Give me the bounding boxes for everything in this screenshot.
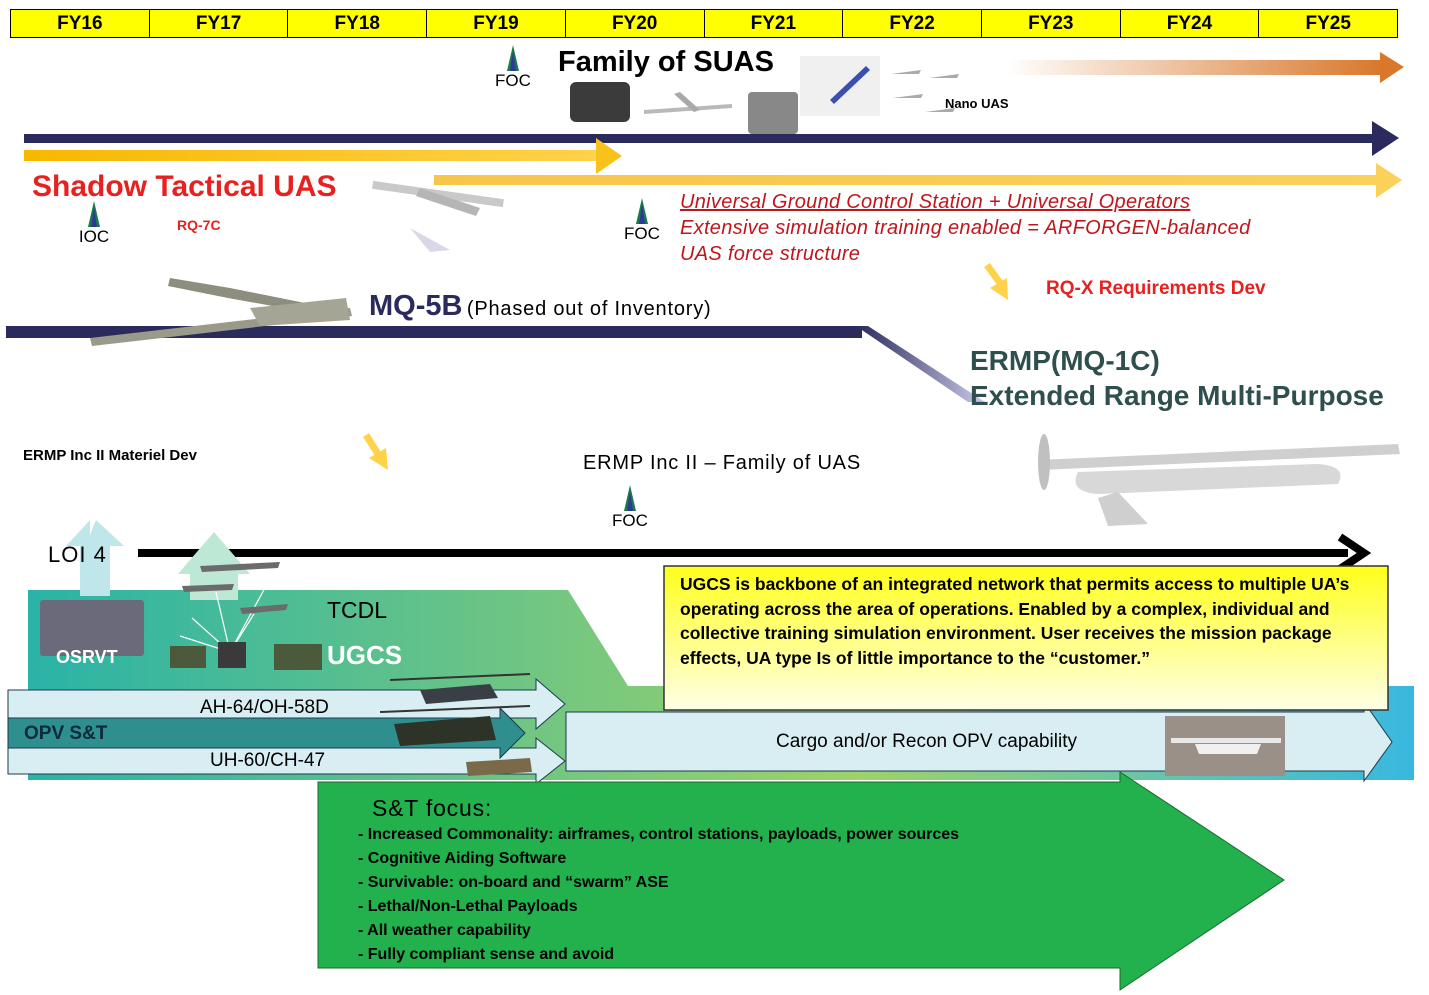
fy-cell: FY19	[427, 10, 566, 37]
st-focus-bullet: - Cognitive Aiding Software	[358, 850, 567, 867]
suas-title: Family of SUAS	[558, 46, 774, 78]
ugcs-note-line: UAS force structure	[680, 243, 861, 265]
ermp-gray-eagle-photo	[1038, 434, 1400, 526]
ugcs-label: UGCS	[327, 640, 403, 670]
cargo-opv-label: Cargo and/or Recon OPV capability	[776, 731, 1077, 752]
shadow-model-label: RQ-7C	[177, 217, 221, 233]
st-focus-arrow	[317, 771, 1285, 991]
fy-cell: FY21	[705, 10, 844, 37]
ermp-inc2-materiel-label: ERMP Inc II Materiel Dev	[23, 447, 197, 464]
st-focus-bullet: - Lethal/Non-Lethal Payloads	[358, 898, 578, 915]
st-focus-list: - Increased Commonality: airframes, cont…	[358, 823, 959, 967]
loi4-arrow	[138, 533, 1372, 573]
mq5b-title: MQ-5B	[369, 290, 463, 322]
fy-cell: FY16	[11, 10, 150, 37]
ugcs-info-box-text: UGCS is backbone of an integrated networ…	[680, 574, 1350, 668]
fy-cell: FY22	[843, 10, 982, 37]
fy-cell: FY18	[288, 10, 428, 37]
opv-aircraft-photo	[1165, 716, 1285, 776]
pointer-arrow	[984, 262, 1008, 300]
st-focus-bullet: - Fully compliant sense and avoid	[358, 946, 615, 963]
rqx-label: RQ-X Requirements Dev	[1046, 278, 1266, 299]
pointer-arrow	[363, 433, 388, 470]
wasp-uav-photo	[800, 56, 880, 116]
navy-timeline-arrow	[24, 121, 1399, 156]
shadow-foc-milestone: FOC	[624, 198, 660, 244]
tcdl-label: TCDL	[327, 597, 388, 623]
st-focus-bullet: - Increased Commonality: airframes, cont…	[358, 826, 960, 843]
fy-cell: FY20	[566, 10, 705, 37]
fy-cell: FY25	[1305, 12, 1351, 34]
ugcs-note: Universal Ground Control Station + Unive…	[680, 189, 1251, 267]
fy-cell: FY24	[1121, 10, 1260, 37]
suas-timeline-arrow	[1005, 52, 1404, 83]
st-focus-title: S&T focus:	[372, 795, 493, 821]
fiscal-year-header: FY16 FY17 FY18 FY19 FY20 FY21 FY22 FY23 …	[10, 9, 1398, 38]
ugcs-note-line: Universal Ground Control Station + Unive…	[680, 191, 1191, 213]
ugcs-info-box-bg	[663, 565, 1389, 711]
mq5b-subtitle: (Phased out of Inventory)	[466, 298, 712, 320]
helicopter-photos	[380, 673, 532, 776]
ugcs-note-line: Extensive simulation training enabled = …	[680, 217, 1251, 239]
osrvt-up-arrow	[66, 520, 124, 596]
milestone-triangle-icon	[88, 201, 100, 227]
puma-uav-photo	[748, 92, 798, 134]
osrvt-device-photo	[40, 600, 144, 656]
fy-cell: FY23	[982, 10, 1121, 37]
opv-lower-arrow	[7, 736, 566, 786]
nano-uas-photos	[891, 70, 959, 112]
st-focus-bullet: - All weather capability	[358, 922, 531, 939]
st-focus-bullet: - Survivable: on-board and “swarm” ASE	[358, 874, 669, 891]
fy-cell: FY17	[150, 10, 289, 37]
milestone-label: FOC	[495, 71, 531, 90]
shadow-timeline-arrow	[24, 138, 622, 174]
ugcs-timeline-arrow	[434, 163, 1402, 198]
loi4-label: LOI 4	[48, 542, 107, 567]
shadow-ioc-milestone: IOC	[76, 201, 112, 247]
milestone-triangle-icon	[624, 485, 636, 511]
opv-st-arrow	[7, 706, 526, 760]
opv-upper-label: AH-64/OH-58D	[200, 697, 329, 718]
opv-lower-label: UH-60/CH-47	[210, 750, 326, 771]
ugcs-network-diagram	[170, 562, 322, 670]
raven-ground-station-photo	[570, 82, 630, 122]
milestone-label: FOC	[612, 511, 648, 530]
shadow-title: Shadow Tactical UAS	[32, 170, 337, 203]
milestone-triangle-icon	[636, 198, 648, 224]
shadow-uav-photo	[372, 180, 504, 252]
mq5b-uav-photo	[90, 278, 352, 346]
suas-foc-milestone: FOC	[495, 45, 531, 91]
raven-uav-photo	[644, 92, 732, 114]
ermp-title: ERMP(MQ-1C)	[970, 345, 1160, 376]
ermp-subtitle: Extended Range Multi-Purpose	[970, 380, 1384, 411]
ermp-inc2-family-label: ERMP Inc II – Family of UAS	[583, 452, 861, 474]
osrvt-label: OSRVT	[56, 647, 118, 667]
opv-st-label: OPV S&T	[24, 723, 108, 744]
milestone-label: IOC	[78, 227, 110, 246]
milestone-triangle-icon	[507, 45, 519, 71]
nano-uas-label: Nano UAS	[945, 96, 1009, 111]
mq5b-label: MQ-5B (Phased out of Inventory)	[369, 290, 711, 323]
milestone-label: FOC	[624, 224, 660, 243]
ermp-inc2-foc-milestone: FOC	[612, 485, 648, 531]
